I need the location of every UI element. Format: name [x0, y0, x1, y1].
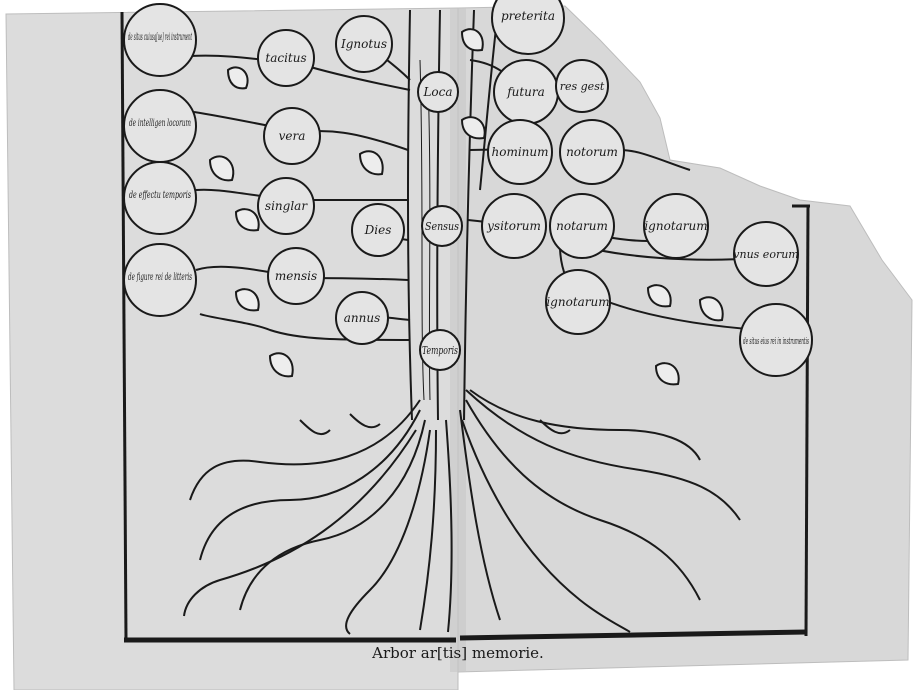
label-sensus: Sensus: [425, 220, 459, 233]
paper-left-page: [6, 8, 458, 690]
label-figure-litteris: de figure rei de litteris: [128, 272, 192, 283]
label-notarum: notarum: [556, 219, 608, 233]
label-situs-instrument: de situs cuiusq[ue] rei instrument: [128, 32, 192, 43]
label-hominum: hominum: [491, 145, 548, 159]
label-tacitus: tacitus: [265, 51, 306, 65]
label-annus: annus: [344, 311, 381, 325]
label-ysitorum: ysitorum: [486, 219, 541, 233]
label-ignotus: Ignotus: [340, 37, 387, 51]
label-situs-instrumentis: de situs eius rei in instrumentis: [743, 337, 809, 347]
label-mensis: mensis: [275, 269, 317, 283]
label-dies: Dies: [364, 223, 392, 237]
label-notorum: notorum: [566, 145, 618, 159]
label-preterita: preterita: [501, 9, 555, 23]
label-loca: Loca: [422, 85, 452, 99]
label-ignotarum-lower: ignotarum: [546, 295, 609, 309]
label-effectu-temporis: de effectu temporis: [129, 190, 191, 201]
label-temporis: Temporis: [422, 344, 458, 357]
label-futura: futura: [506, 85, 545, 99]
label-ignotarum-upper: ignotarum: [644, 219, 707, 233]
label-res-gest: res gest: [560, 80, 605, 93]
caption: Arbor ar[tis] memorie.: [371, 644, 544, 662]
label-intelligen-locorum: de intelligen locorum: [129, 118, 191, 129]
label-singlar: singlar: [265, 199, 308, 213]
label-vera: vera: [279, 129, 306, 143]
label-vnus-eorum: vnus eorum: [733, 248, 798, 261]
